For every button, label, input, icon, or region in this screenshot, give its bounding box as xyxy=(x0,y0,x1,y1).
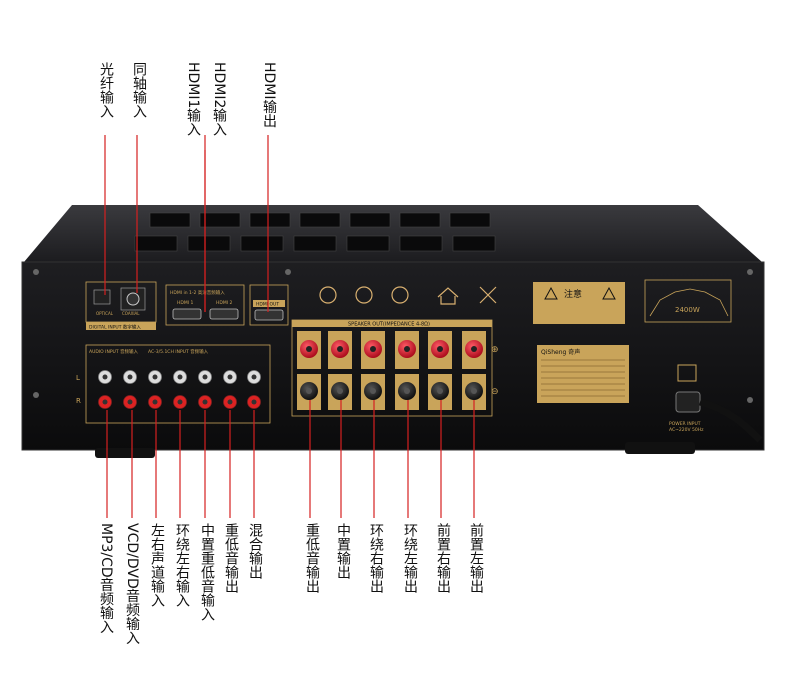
optical-port xyxy=(93,289,111,305)
callout-fiber-input: 光纤输入 xyxy=(98,62,114,118)
analog-input-box xyxy=(85,344,271,424)
callout-speaker-surround-right: 环绕右输出 xyxy=(368,523,384,593)
callout-speaker-sub: 重低音输出 xyxy=(304,523,320,593)
callout-hdmi-output: HDMI输出 xyxy=(261,62,277,128)
foot-left xyxy=(95,448,155,458)
coaxial-label: COAXIAL xyxy=(122,311,140,316)
callout-speaker-front-left: 前置左输出 xyxy=(468,523,484,593)
foot-right xyxy=(625,442,695,454)
hdmi2-port xyxy=(209,308,239,320)
speaker-binding-posts xyxy=(297,331,486,410)
brand-label: QiSheng 奇声 xyxy=(541,348,580,356)
power-cord-socket xyxy=(675,391,701,413)
warning-triangle-icon xyxy=(544,286,558,300)
vent-grille xyxy=(134,212,496,252)
callout-speaker-center: 中置输出 xyxy=(335,523,351,579)
callout-mp3-cd-input: MP3/CD音频输入 xyxy=(98,523,114,634)
left-channel-marker: L xyxy=(76,374,80,382)
callout-speaker-surround-left: 环绕左输出 xyxy=(402,523,418,593)
plus-marker: ⊕ xyxy=(491,345,499,355)
callout-center-sub-input: 中置重低音输入 xyxy=(199,523,215,621)
power-rating: 2400W xyxy=(675,306,700,314)
rca-jacks xyxy=(98,370,261,409)
warning-sticker xyxy=(533,282,625,324)
callout-sub-output: 重低音输出 xyxy=(223,523,239,593)
panel-screws xyxy=(33,269,753,403)
callout-vcd-dvd-input: VCD/DVD音频输入 xyxy=(124,523,140,645)
hdmi-in-title: HDMI in 1-2 高清音频输入 xyxy=(170,289,225,296)
rear-panel xyxy=(21,261,765,451)
hdmi2-label: HDMI 2 xyxy=(216,300,232,306)
power-input-label: POWER INPUT xyxy=(669,421,701,427)
ac-input-label: AC-3/5.1CH INPUT 音频输入 xyxy=(148,348,209,355)
callout-coax-input: 同轴输入 xyxy=(131,62,147,118)
callout-hdmi1-input: HDMI1输入 xyxy=(185,62,201,137)
right-channel-marker: R xyxy=(76,397,81,405)
digital-input-label: DIGITAL INPUT 数字输入 xyxy=(89,324,141,331)
hdmi1-label: HDMI 1 xyxy=(177,300,193,306)
power-switch-frame xyxy=(677,364,697,382)
power-spec-label: AC~220V 50Hz xyxy=(669,427,704,433)
hdmi-out-port xyxy=(254,309,284,321)
warning-label: 注意 xyxy=(564,288,582,300)
callout-surround-input: 环绕左右输入 xyxy=(174,523,190,607)
audio-input-label: AUDIO INPUT 音频输入 xyxy=(89,348,139,355)
coaxial-port xyxy=(126,292,140,306)
minus-marker: ⊖ xyxy=(491,387,499,397)
callout-speaker-front-right: 前置右输出 xyxy=(435,523,451,593)
chassis-top xyxy=(24,205,762,262)
safety-icons xyxy=(319,286,497,305)
power-graph-sticker xyxy=(644,279,732,323)
hdmi-out-box xyxy=(249,284,289,326)
callout-lr-input: 左右声道输入 xyxy=(149,523,165,607)
speaker-out-label: SPEAKER OUT(IMPEDANCE 4-8Ω) xyxy=(348,322,430,328)
warning-triangle-icon-right xyxy=(602,286,616,300)
callout-mix-output: 混合输出 xyxy=(247,523,263,579)
optical-label: OPTICAL xyxy=(96,311,114,316)
hdmi1-port xyxy=(172,308,202,320)
power-cord xyxy=(699,398,763,443)
callout-hdmi2-input: HDMI2输入 xyxy=(211,62,227,137)
callout-lines xyxy=(104,135,475,518)
spec-sticker xyxy=(537,345,629,403)
